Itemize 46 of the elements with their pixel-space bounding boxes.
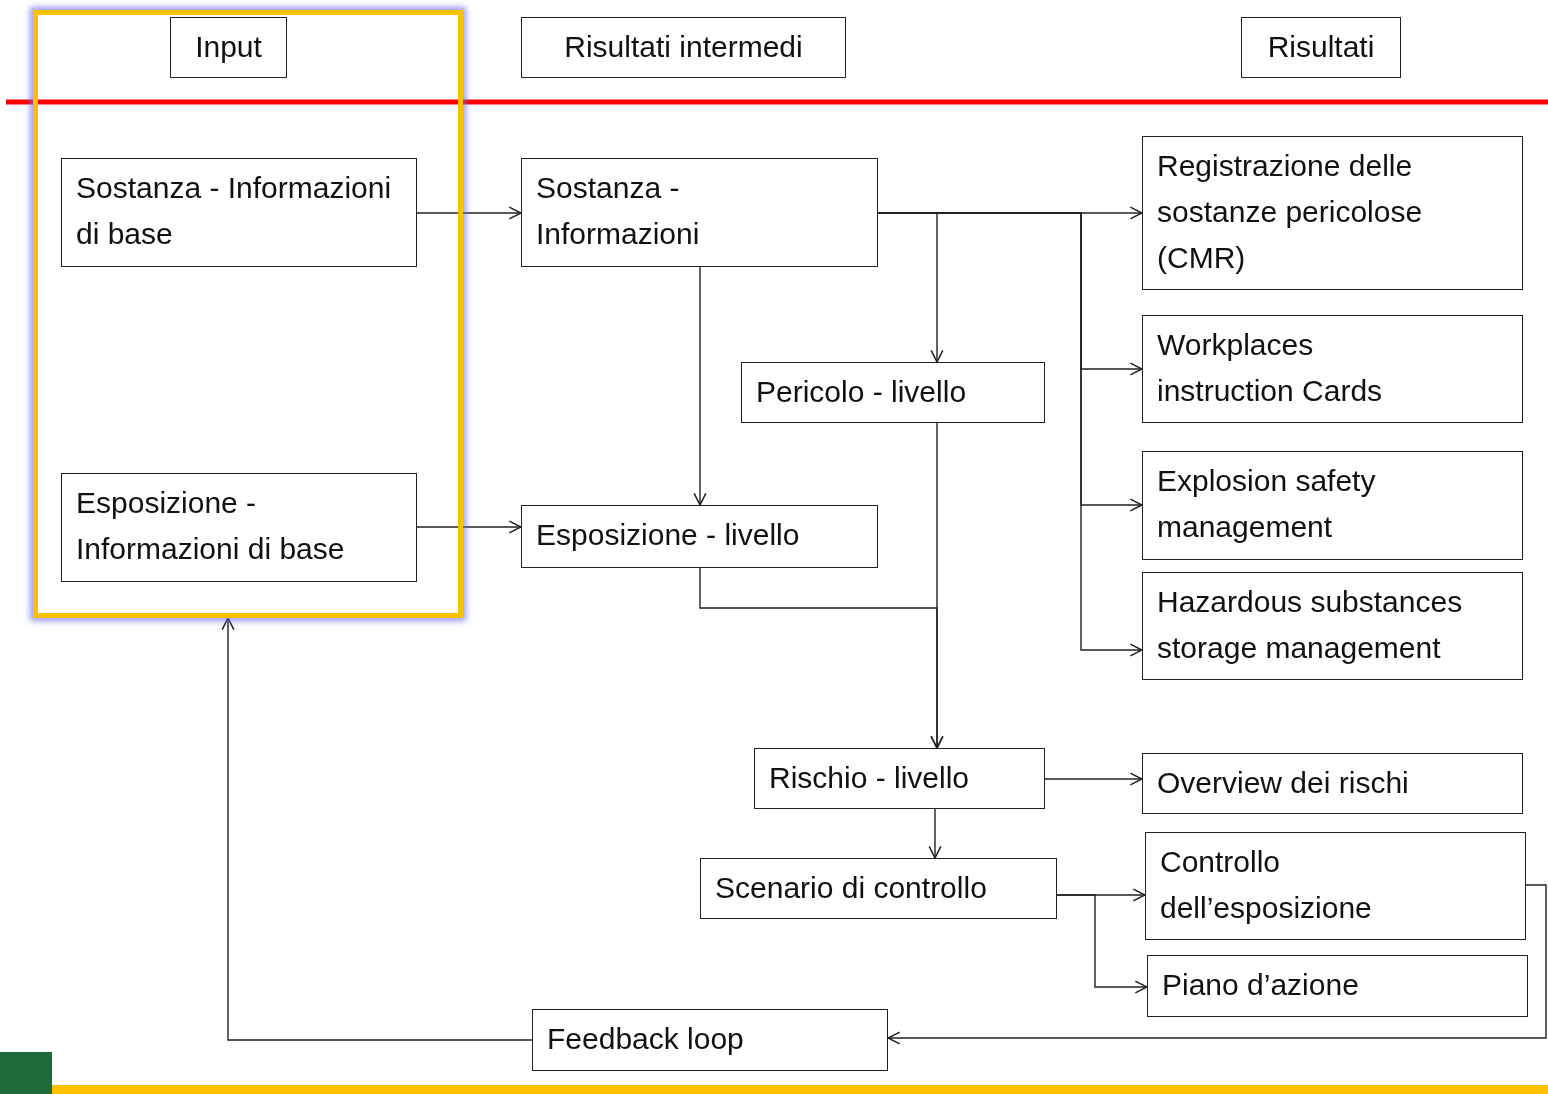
- arrow: [221, 617, 533, 1041]
- node-text: Risultati intermedi: [563, 29, 804, 65]
- node-text: Feedback loop: [547, 1021, 745, 1057]
- arrow: [416, 206, 522, 220]
- arrow: [1044, 772, 1143, 786]
- node-text: Workplaces instruction Cards: [1157, 327, 1384, 409]
- column-header-box: [1241, 17, 1401, 78]
- process-box: [754, 748, 1045, 809]
- arrow: [416, 520, 522, 534]
- node-text: Controllo dell’esposizione: [1160, 844, 1373, 926]
- process-box: [1147, 955, 1528, 1017]
- node-text: Pericolo - livello: [756, 374, 968, 410]
- arrow: [1056, 894, 1148, 994]
- node-text: Esposizione - livello: [536, 517, 801, 553]
- arrow: [887, 884, 1547, 1045]
- node-text: Piano d’azione: [1162, 967, 1360, 1003]
- process-box: [532, 1009, 888, 1071]
- process-box: [521, 158, 878, 267]
- node-text: Sostanza - Informazioni: [536, 170, 701, 252]
- node-text: Scenario di controllo: [715, 870, 988, 906]
- process-box: [1142, 753, 1523, 814]
- node-text: Registrazione delle sostanze pericolose (CMR): [1157, 148, 1424, 276]
- node-text: Overview dei rischi: [1157, 765, 1410, 801]
- arrow: [928, 808, 942, 859]
- process-box: [1145, 832, 1526, 940]
- process-box: [700, 858, 1057, 919]
- arrow: [693, 266, 707, 506]
- node-text: Input: [194, 29, 263, 65]
- process-box: [61, 158, 417, 267]
- process-box: [1142, 136, 1523, 290]
- process-box: [1142, 572, 1523, 680]
- node-text: Esposizione - Informazioni di base: [76, 485, 346, 567]
- process-box: [1142, 451, 1523, 560]
- highlight-frame: [33, 10, 463, 618]
- process-box: [741, 362, 1045, 423]
- process-box: [61, 473, 417, 582]
- column-header-box: [170, 17, 287, 78]
- node-text: Explosion safety management: [1157, 463, 1377, 545]
- node-text: Rischio - livello: [769, 760, 971, 796]
- process-box: [521, 505, 878, 568]
- process-box: [1142, 315, 1523, 423]
- node-text: Risultati: [1266, 29, 1376, 65]
- node-text: Sostanza - Informazioni di base: [76, 170, 393, 252]
- arrow: [699, 567, 944, 749]
- node-text: Hazardous substances storage management: [1157, 584, 1464, 666]
- column-header-box: [521, 17, 846, 78]
